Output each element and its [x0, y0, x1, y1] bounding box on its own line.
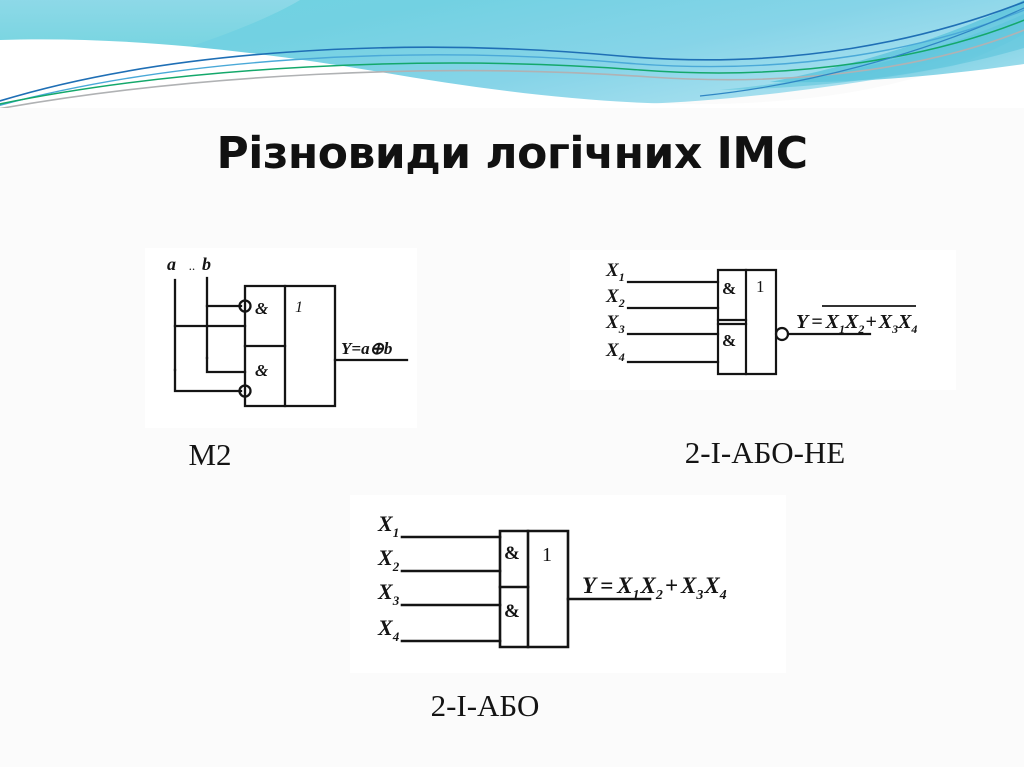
svg-text:&: &: [722, 331, 736, 350]
svg-text:X4: X4: [377, 615, 400, 644]
svg-text:1: 1: [295, 299, 303, 316]
figure-m2-schematic: & & 1 a .. b Y=a⊕b: [145, 248, 417, 428]
svg-text:b: b: [202, 254, 211, 274]
svg-text:X1: X1: [377, 511, 399, 540]
svg-text:X2: X2: [605, 286, 625, 310]
svg-text:X3: X3: [377, 579, 400, 608]
svg-text:&: &: [504, 601, 520, 622]
svg-text:X4: X4: [605, 340, 625, 364]
svg-text:&: &: [504, 543, 520, 564]
figure-m2-caption: M2: [188, 437, 232, 472]
svg-text:X2: X2: [377, 545, 400, 574]
figure-2i-abo-caption: 2-І-АБО: [430, 688, 540, 723]
svg-text:1: 1: [542, 544, 552, 566]
svg-text:X1: X1: [605, 260, 625, 284]
svg-text:Y=X1X2+X3X4: Y=X1X2+X3X4: [796, 311, 917, 336]
svg-text:X3: X3: [605, 312, 625, 336]
figure-2i-abo-ne-caption: 2-І-АБО-НЕ: [684, 435, 846, 470]
svg-text:..: ..: [189, 258, 196, 273]
svg-text:&: &: [255, 299, 269, 318]
figure-2i-abo-ne-schematic: & & 1 X1 X2 X3 X4 Y=X1X2+X3X4: [570, 250, 956, 390]
svg-text:1: 1: [756, 277, 765, 296]
decorative-wave-banner: [0, 0, 1024, 108]
svg-text:&: &: [255, 361, 269, 380]
figure-2i-abo-schematic: & & 1 X1 X2 X3 X4 Y=X1X2+X3X4: [350, 495, 786, 673]
svg-text:Y=a⊕b: Y=a⊕b: [341, 339, 392, 358]
svg-text:&: &: [722, 279, 736, 298]
page-title: Різновиди логічних ІМС: [216, 128, 809, 179]
svg-text:a: a: [167, 254, 176, 274]
